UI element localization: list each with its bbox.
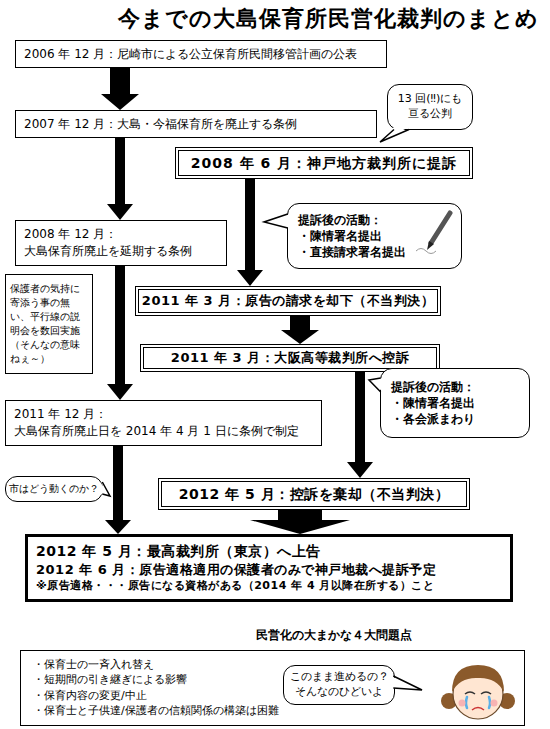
box-text: ・各会派まわり [391,411,519,427]
box-text: 大島保育所廃止日を 2014 年 4 月 1 日に条例で制定 [14,423,313,440]
box-text: 保護者の気持に寄添う事の無い、平行線の説明会を数回実施（そんなの意味ねぇ～） [10,282,88,366]
process-box: 2008 年 6 月：神戸地方裁判所に提訴 [175,147,473,179]
tail-outline [264,214,288,228]
page-title: 今までの大島保育所民営化裁判のまとめ [118,4,539,34]
box-text: 2012 年 5 月：控訴を棄却（不当判決） [179,485,449,504]
flow-arrow [290,316,310,330]
box-text: このまま進めるの？ そんなのひどいよ [288,670,390,700]
box-text: 2006 年 12 月：尼崎市による公立保育所民間移管計画の公表 [24,46,378,62]
flow-arrow [115,138,125,204]
box-text: ※原告適格・・・原告になる資格がある（2014 年 4 月以降在所する）こと [36,579,502,594]
box-text: 市はどう動くのか？ [9,482,99,496]
process-box: 2006 年 12 月：尼崎市による公立保育所民間移管計画の公表 [15,40,387,68]
flow-arrow [110,68,130,94]
tail-outline [380,130,409,143]
box-text: 2008 年 6 月：神戸地方裁判所に提訴 [191,154,457,173]
box-text: ・短期間の引き継ぎによる影響 [33,672,512,687]
flow-arrow [355,372,365,462]
callout-bubble: 提訴後の活動：・陳情署名提出・各会派まわり [380,368,530,438]
process-box: 2011 年 3 月：原告の請求を却下（不当判決） [135,286,441,316]
box-text: 2007 年 12 月：大島・今福保育所を廃止する条例 [24,116,368,132]
callout-bubble: このまま進めるの？ そんなのひどいよ [283,665,395,705]
flow-arrow [115,266,125,384]
callout-bubble: 市はどう動くのか？ [5,476,103,502]
box-text: ・直接請求署名提出 [298,244,451,260]
process-box: 2011 年 12 月：大島保育所廃止日を 2014 年 4 月 1 日に条例で… [5,400,322,446]
callout-bubble: 13 回(‼)にも亘る公判 [387,84,473,130]
box-text: ・保育内容の変更/中止 [33,688,512,703]
process-box: 2007 年 12 月：大島・今福保育所を廃止する条例 [15,110,377,138]
box-text: ・保育士の一斉入れ替え [33,657,512,672]
flow-arrow [278,510,322,520]
process-box: 保護者の気持に寄添う事の無い、平行線の説明会を数回実施（そんなの意味ねぇ～） [5,274,93,374]
box-text: ・陳情署名提出 [391,395,519,411]
flow-arrow [113,446,123,520]
box-text: 2011 年 3 月：原告の請求を却下（不当判決） [142,292,434,310]
tail-outline [102,482,110,496]
process-box: 2012 年 5 月：最高裁判所（東京）へ上告2012 年 6 月：原告適格適用… [25,534,513,602]
box-text: 2011 年 12 月： [14,406,313,423]
box-text: 13 回(‼)にも亘る公判 [394,92,466,122]
box-text: 提訴後の活動： [298,212,451,228]
box-text: ・陳情署名提出 [298,228,451,244]
box-text: 大島保育所廃止を延期する条例 [24,243,218,260]
box-text: 2011 年 3 月：大阪高等裁判所へ控訴 [171,349,409,367]
box-text: 提訴後の活動： [391,379,519,395]
tail-outline [369,378,381,392]
flow-arrow [245,179,255,270]
box-text: ・保育士と子供達/保護者の信頼関係の構築は困難 [33,703,512,718]
box-text: 2012 年 5 月：最高裁判所（東京）へ上告 [36,542,502,561]
box-text: 2008 年 12 月： [24,226,218,243]
box-heading: 民営化の大まかな４大問題点 [256,627,412,644]
callout-bubble: 提訴後の活動：・陳情署名提出・直接請求署名提出 [287,203,462,269]
process-box: 2012 年 5 月：控訴を棄却（不当判決） [158,478,470,510]
process-box: 民営化の大まかな４大問題点・保育士の一斉入れ替え・短期間の引き継ぎによる影響・保… [20,650,525,726]
process-box: 2008 年 12 月：大島保育所廃止を延期する条例 [15,220,227,266]
box-text: 2012 年 6 月：原告適格適用の保護者のみで神戸地裁へ提訴予定 [36,561,502,579]
